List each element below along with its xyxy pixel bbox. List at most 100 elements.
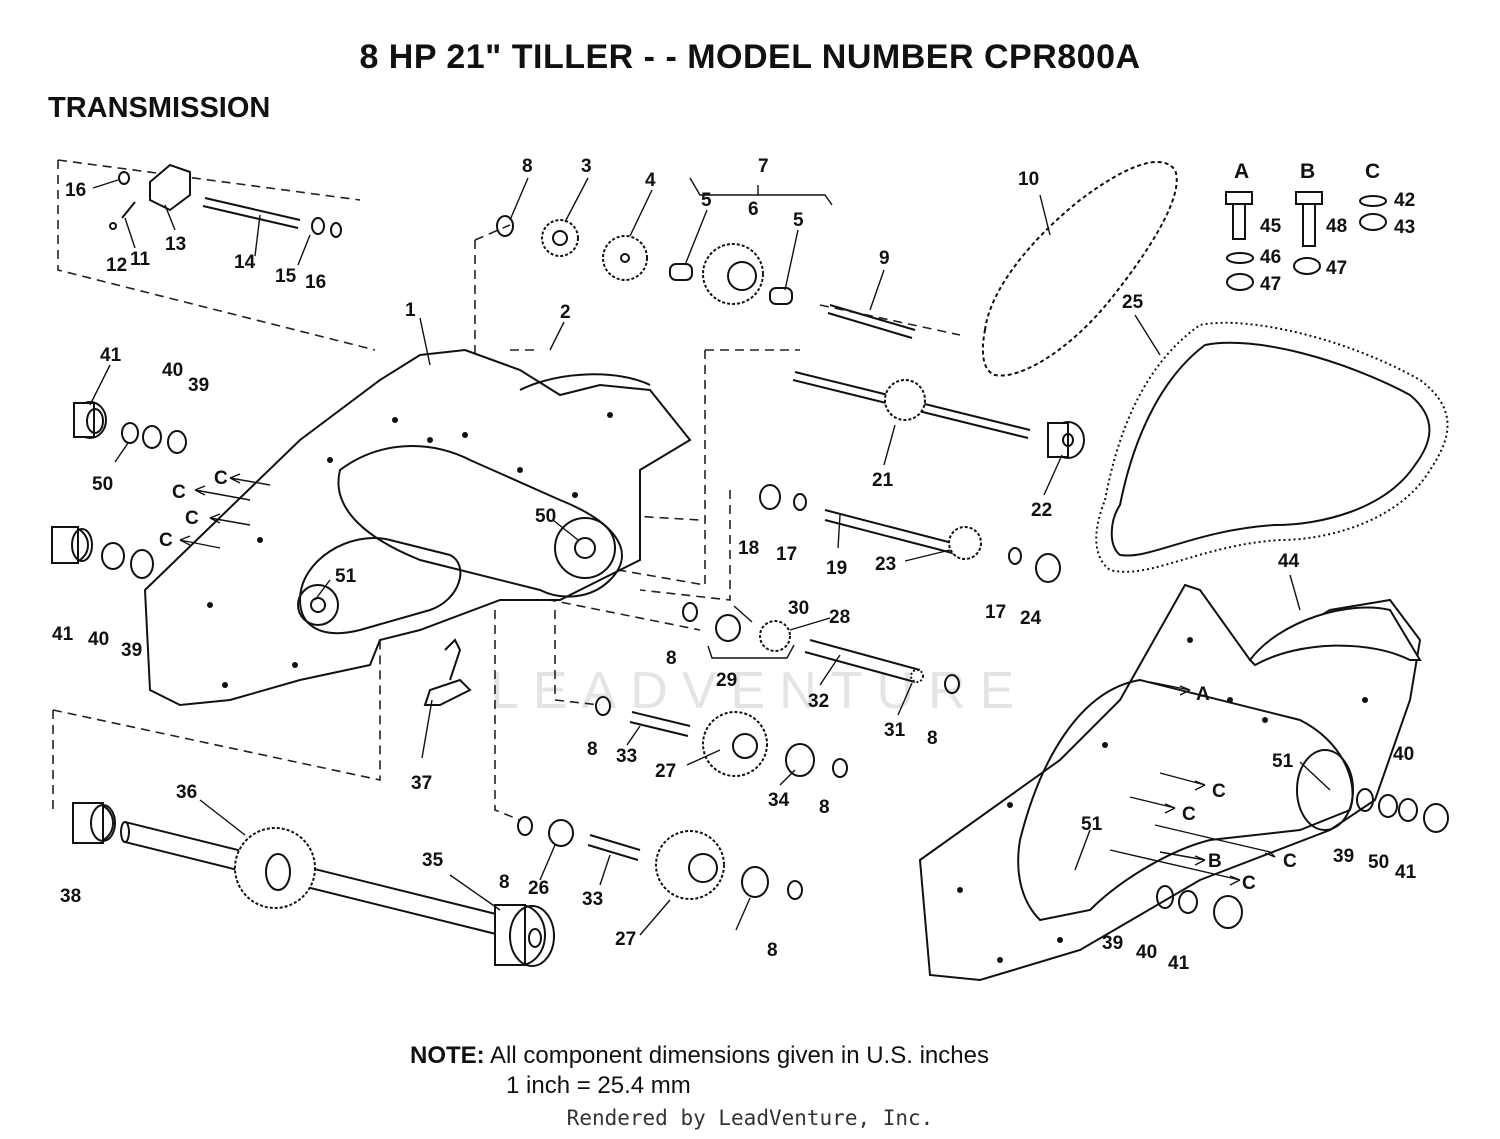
callout: 8 — [767, 940, 778, 961]
callout: 28 — [829, 607, 850, 628]
note-line-2: 1 inch = 25.4 mm — [506, 1072, 691, 1099]
section-heading: TRANSMISSION — [48, 92, 271, 124]
callout: 17 — [776, 544, 797, 565]
callout: 30 — [788, 598, 809, 619]
callout: 4 — [645, 170, 656, 191]
callout: 14 — [234, 252, 256, 273]
callout: 38 — [60, 886, 81, 907]
callout: 41 — [52, 624, 74, 645]
callout: 34 — [768, 790, 790, 811]
callout: 8 — [666, 648, 677, 669]
flow-letter: C — [214, 468, 228, 489]
flow-letter: C — [159, 530, 173, 551]
transmission-case-right — [918, 583, 1422, 982]
key-label: 42 — [1394, 190, 1415, 211]
key-label: 45 — [1260, 216, 1282, 237]
key-label: 46 — [1260, 247, 1281, 268]
callout: 33 — [582, 889, 603, 910]
note-label: NOTE: — [410, 1042, 485, 1069]
callout: 9 — [879, 248, 890, 269]
callout: 37 — [411, 773, 432, 794]
callout: 41 — [1395, 862, 1417, 883]
callout-labels: 1 2 3 4 5 5 6 7 8 8 8 8 8 8 8 9 10 11 12… — [52, 156, 1417, 974]
hardware-key-headers: A B C 45 46 47 48 47 42 43 — [1234, 160, 1415, 295]
flow-letter: C — [1283, 851, 1297, 872]
flow-letter-labels: C C C C A C C B C C — [159, 468, 1297, 894]
callout: 39 — [121, 640, 142, 661]
callout: 26 — [528, 878, 549, 899]
callout: 16 — [305, 272, 326, 293]
callout: 27 — [655, 761, 676, 782]
callout: 13 — [165, 234, 186, 255]
callout: 16 — [65, 180, 86, 201]
callout: 31 — [884, 720, 906, 741]
flow-letter: C — [185, 508, 199, 529]
callout: 22 — [1031, 500, 1052, 521]
transmission-case-left — [143, 348, 692, 707]
callout: 2 — [560, 302, 571, 323]
flow-letter: C — [1242, 873, 1256, 894]
callout: 8 — [819, 797, 830, 818]
page-title: 8 HP 21" TILLER - - MODEL NUMBER CPR800A — [359, 38, 1141, 76]
key-label: 48 — [1326, 216, 1347, 237]
flow-arrows — [179, 473, 1276, 886]
callout: 32 — [808, 691, 829, 712]
callout: 39 — [1333, 846, 1354, 867]
callout: 39 — [188, 375, 209, 396]
callout: 50 — [92, 474, 113, 495]
note-line-1: All component dimensions given in U.S. i… — [490, 1042, 989, 1069]
callout: 18 — [738, 538, 759, 559]
callout: 19 — [826, 558, 847, 579]
axle-assembly — [72, 802, 555, 967]
flow-letter: A — [1196, 684, 1210, 705]
callout: 36 — [176, 782, 197, 803]
callout: 1 — [405, 300, 416, 321]
callout: 50 — [1368, 852, 1389, 873]
callout: 21 — [872, 470, 894, 491]
callout: 8 — [587, 739, 598, 760]
drive-chain — [981, 160, 1178, 377]
callout: 8 — [927, 728, 938, 749]
key-col-c: C — [1365, 160, 1380, 183]
callout: 11 — [130, 249, 151, 270]
callout: 12 — [106, 255, 127, 276]
bearing-parts — [51, 401, 1449, 929]
flow-letter: C — [1212, 781, 1226, 802]
callout: 10 — [1018, 169, 1039, 190]
key-label: 47 — [1326, 258, 1347, 279]
callout: 40 — [88, 629, 109, 650]
watermark-text: LEADVENTURE — [490, 662, 1028, 720]
callout: 40 — [1393, 744, 1414, 765]
shift-lever — [423, 638, 472, 706]
leader-lines — [89, 177, 1331, 936]
gasket — [1095, 321, 1449, 573]
callout: 51 — [335, 566, 357, 587]
callout: 25 — [1122, 292, 1144, 313]
flow-letter: B — [1208, 851, 1222, 872]
hardware-key — [1225, 191, 1387, 291]
callout: 7 — [758, 156, 769, 177]
credit-text: Rendered by LeadVenture, Inc. — [566, 1106, 934, 1130]
flow-letter: C — [172, 482, 186, 503]
callout: 33 — [616, 746, 637, 767]
callout: 40 — [1136, 942, 1157, 963]
callout: 50 — [535, 506, 556, 527]
key-label: 43 — [1394, 217, 1415, 238]
gear-parts — [496, 215, 1085, 900]
key-label: 47 — [1260, 274, 1281, 295]
callout: 6 — [748, 199, 759, 220]
callout: 24 — [1020, 608, 1042, 629]
callout: 41 — [1168, 953, 1190, 974]
callout: 27 — [615, 929, 636, 950]
callout: 41 — [100, 345, 122, 366]
callout: 40 — [162, 360, 183, 381]
callout: 29 — [716, 670, 737, 691]
callout: 51 — [1081, 814, 1103, 835]
callout: 44 — [1278, 551, 1300, 572]
key-col-a: A — [1234, 160, 1249, 183]
shift-assembly — [109, 163, 342, 238]
callout: 23 — [875, 554, 896, 575]
callout: 15 — [275, 266, 297, 287]
callout: 8 — [522, 156, 533, 177]
